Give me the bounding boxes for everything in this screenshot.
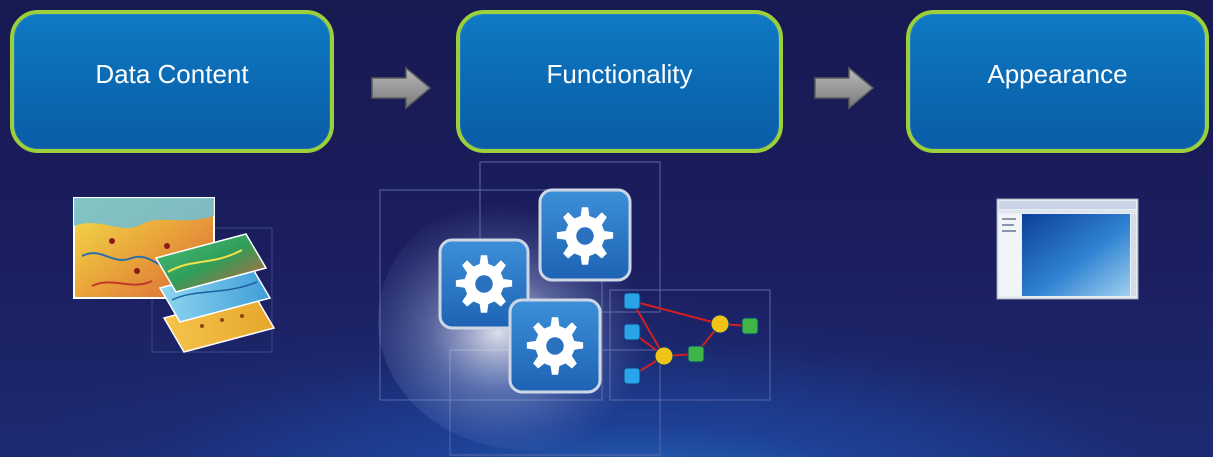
step-appearance-label: Appearance	[987, 59, 1128, 89]
step-functionality-box: Functionality	[456, 10, 783, 153]
gear-network-icon	[378, 161, 771, 456]
app-window-icon	[996, 198, 1139, 300]
arrow-right-icon	[371, 66, 432, 110]
arrow-right-icon	[814, 66, 875, 110]
map-layers-icon	[73, 197, 276, 353]
step-data-content-label: Data Content	[95, 59, 249, 89]
step-data-content-box: Data Content	[10, 10, 334, 153]
step-functionality-label: Functionality	[546, 59, 693, 89]
step-appearance-box: Appearance	[906, 10, 1209, 153]
